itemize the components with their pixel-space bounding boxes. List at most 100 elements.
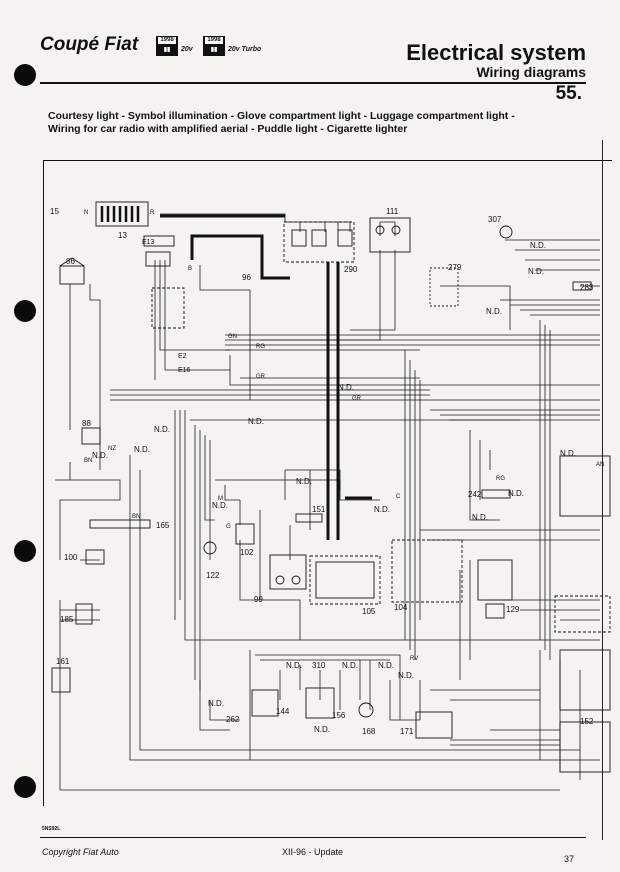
- label-88: 88: [82, 419, 91, 428]
- connector-e13: E13: [142, 239, 155, 246]
- label-185: 185: [60, 615, 74, 624]
- connector-e16: E16: [178, 367, 191, 374]
- engine-badge-2: 1998▮▮: [203, 36, 225, 56]
- sensor-307-icon: [499, 225, 513, 239]
- svg-text:GN: GN: [228, 334, 237, 340]
- label-15: 15: [50, 207, 59, 216]
- svg-text:RG: RG: [256, 344, 265, 350]
- binder-hole: [14, 300, 36, 322]
- label-165: 165: [156, 521, 170, 530]
- label-100: 100: [64, 553, 78, 562]
- diagram-caption: Courtesy light - Symbol illumination - G…: [48, 110, 588, 136]
- label-102: 102: [240, 548, 254, 557]
- label-307: 307: [488, 215, 502, 224]
- svg-text:N.D.: N.D.: [314, 725, 330, 734]
- connector-e2: E2: [178, 353, 187, 360]
- svg-text:N.D.: N.D.: [560, 449, 576, 458]
- subsection-title: Wiring diagrams: [476, 64, 586, 80]
- copyright-text: Copyright Fiat Auto: [42, 847, 119, 857]
- svg-text:M: M: [218, 496, 223, 502]
- wire-labels: N R N.D. N.D. N.D. N.D. N.D. N.D. N.D. N…: [84, 210, 604, 734]
- caption-line-1: Courtesy light - Symbol illumination - G…: [48, 110, 515, 122]
- svg-text:N: N: [84, 210, 88, 216]
- svg-text:N.D.: N.D.: [338, 383, 354, 392]
- footer-rule: [40, 837, 586, 838]
- svg-text:GR: GR: [352, 396, 362, 402]
- label-168: 168: [362, 727, 376, 736]
- svg-text:BN: BN: [84, 458, 92, 464]
- page-number: 37: [564, 854, 575, 864]
- label-99: 99: [254, 595, 263, 604]
- label-96: 96: [242, 273, 251, 282]
- svg-text:N.D.: N.D.: [472, 513, 488, 522]
- svg-text:N.D.: N.D.: [530, 241, 546, 250]
- label-105: 105: [362, 607, 376, 616]
- svg-text:N.D.: N.D.: [486, 307, 502, 316]
- label-151: 151: [312, 505, 326, 514]
- heavy-wire: [160, 214, 372, 540]
- connector-labels: E13 E2 E16: [142, 239, 191, 374]
- document-code: 5NS92L: [42, 826, 61, 832]
- svg-text:N.D.: N.D.: [212, 501, 228, 510]
- page-edge-line: [602, 140, 603, 840]
- svg-text:RV: RV: [410, 656, 418, 662]
- page-code: 55.: [555, 83, 582, 104]
- svg-text:GR: GR: [256, 374, 266, 380]
- diagram-frame: [43, 160, 612, 806]
- section-title: Electrical system: [406, 40, 586, 65]
- update-text: XII-96 - Update: [282, 847, 344, 857]
- label-129: 129: [506, 605, 520, 614]
- label-104: 104: [394, 603, 408, 612]
- svg-text:N.D.: N.D.: [134, 445, 150, 454]
- svg-text:N.D.: N.D.: [342, 661, 358, 670]
- svg-text:R: R: [150, 210, 155, 216]
- label-161: 161: [56, 657, 70, 666]
- svg-text:C: C: [396, 494, 401, 500]
- svg-text:N.D.: N.D.: [154, 425, 170, 434]
- engine-badge-1: 1998▮▮: [156, 36, 178, 56]
- binder-hole: [14, 776, 36, 798]
- label-262: 262: [226, 715, 240, 724]
- wire-network: [55, 213, 600, 791]
- label-310: 310: [312, 661, 326, 670]
- svg-text:N.D.: N.D.: [286, 661, 302, 670]
- svg-text:B: B: [188, 266, 192, 272]
- engine-badge-2-suffix: 20v Turbo: [228, 46, 262, 53]
- header-rule: [40, 82, 586, 84]
- brand-title: Coupé Fiat: [40, 34, 139, 55]
- svg-text:N.D.: N.D.: [508, 489, 524, 498]
- bulb-168-icon: [358, 702, 374, 718]
- svg-text:BN: BN: [132, 514, 140, 520]
- label-156: 156: [332, 711, 346, 720]
- svg-text:N.D.: N.D.: [528, 267, 544, 276]
- svg-text:N.D.: N.D.: [374, 505, 390, 514]
- svg-text:N.D.: N.D.: [296, 477, 312, 486]
- svg-text:N.D.: N.D.: [378, 661, 394, 670]
- label-111: 111: [386, 207, 399, 216]
- label-122: 122: [206, 571, 220, 580]
- binder-hole: [14, 64, 36, 86]
- engine-badge-1-suffix: 20v: [181, 46, 193, 53]
- component-labels: 15 13 111 307 86 96 290 279 283 88 165 1…: [50, 207, 594, 736]
- svg-text:N.D.: N.D.: [92, 451, 108, 460]
- label-242: 242: [468, 490, 482, 499]
- svg-text:NZ: NZ: [108, 446, 116, 452]
- label-144: 144: [276, 707, 290, 716]
- label-279: 279: [448, 263, 462, 272]
- component-shapes: [51, 201, 611, 773]
- svg-text:RG: RG: [496, 476, 505, 482]
- label-283: 283: [580, 283, 594, 292]
- label-152: 152: [580, 717, 594, 726]
- svg-text:N.D.: N.D.: [398, 671, 414, 680]
- battery-13: [95, 201, 149, 227]
- bulb-122-icon: [203, 541, 217, 555]
- label-290: 290: [344, 265, 358, 274]
- svg-text:AN: AN: [596, 462, 604, 468]
- svg-text:N.D.: N.D.: [208, 699, 224, 708]
- svg-text:G: G: [226, 524, 231, 530]
- label-86: 86: [66, 257, 75, 266]
- caption-line-2: Wiring for car radio with amplified aeri…: [48, 123, 408, 135]
- binder-hole: [14, 540, 36, 562]
- label-171: 171: [400, 727, 414, 736]
